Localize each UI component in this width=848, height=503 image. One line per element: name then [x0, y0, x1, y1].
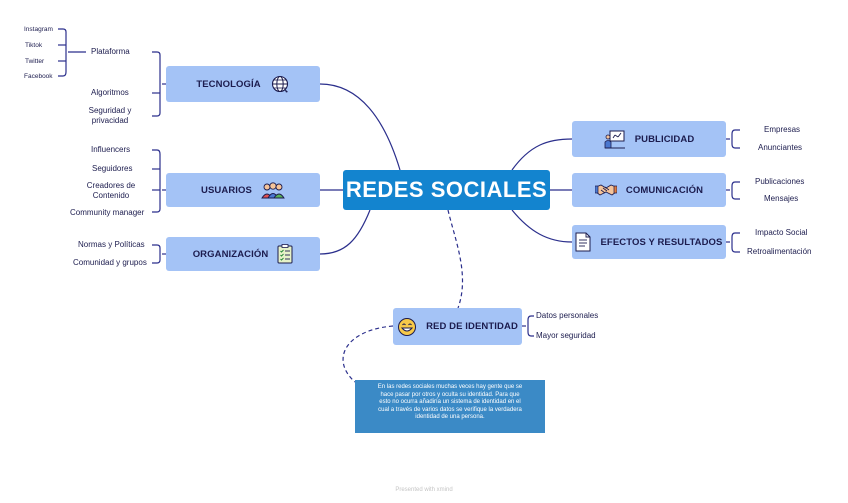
note-line2: hace pasar por otros y oculta su identid… — [380, 391, 520, 398]
leaf-mayor-seguridad[interactable]: Mayor seguridad — [536, 331, 596, 340]
note-line5: identidad de una persona. — [415, 414, 485, 421]
leaf-twitter[interactable]: Twitter — [25, 58, 45, 65]
node-publicidad[interactable]: PUBLICIDAD — [572, 121, 726, 157]
note-line3: esto no ocurra añadiría un sistema de id… — [379, 399, 521, 406]
leaf-publicaciones[interactable]: Publicaciones — [755, 177, 805, 186]
node-organizacion[interactable]: ORGANIZACIÓN — [166, 237, 320, 271]
leaf-seguridad-line2: privacidad — [91, 116, 129, 125]
central-topic-label: REDES SOCIALES — [345, 177, 548, 202]
smiley-icon — [397, 317, 417, 337]
connector-identidad — [447, 209, 464, 309]
node-identidad-label: RED DE IDENTIDAD — [426, 321, 518, 332]
leaf-tiktok[interactable]: Tiktok — [25, 42, 43, 49]
connector-note — [342, 325, 394, 383]
leaf-normas[interactable]: Normas y Políticas — [78, 240, 145, 249]
leaf-retroalimentacion[interactable]: Retroalimentación — [747, 247, 812, 256]
identity-note[interactable]: En las redes sociales muchas veces hay g… — [355, 380, 545, 433]
leaf-datos-personales[interactable]: Datos personales — [536, 311, 599, 320]
note-line4: cual a través de varios datos se verifiq… — [378, 406, 522, 413]
people-icon — [261, 181, 285, 199]
leaf-seguridad[interactable]: Seguridad y privacidad — [84, 106, 136, 126]
node-publicidad-label: PUBLICIDAD — [634, 133, 695, 145]
node-usuarios[interactable]: USUARIOS — [166, 173, 320, 207]
handshake-icon — [594, 182, 617, 198]
leaf-community-manager[interactable]: Community manager — [70, 208, 145, 217]
connector-publicidad — [511, 138, 573, 171]
presentation-icon — [604, 129, 626, 149]
globe-icon — [270, 74, 290, 94]
connector-efectos — [511, 209, 573, 243]
node-tecnologia[interactable]: TECNOLOGÍA — [166, 66, 320, 102]
leaf-algoritmos[interactable]: Algoritmos — [91, 88, 129, 97]
footer-watermark: Presented with xmind — [395, 487, 453, 493]
leaf-creadores[interactable]: Creadores de Contenido — [80, 181, 142, 201]
node-tecnologia-label: TECNOLOGÍA — [196, 78, 261, 90]
node-identidad[interactable]: RED DE IDENTIDAD — [393, 308, 522, 345]
leaf-creadores-line2: Contenido — [92, 191, 130, 200]
leaf-instagram[interactable]: Instagram — [24, 26, 53, 33]
node-efectos[interactable]: EFECTOS Y RESULTADOS — [572, 225, 726, 259]
note-line1: En las redes sociales muchas veces hay g… — [377, 384, 523, 390]
leaf-anunciantes[interactable]: Anunciantes — [758, 143, 803, 152]
leaf-comunidad[interactable]: Comunidad y grupos — [73, 258, 147, 267]
connector-tecnologia — [319, 83, 401, 171]
leaf-influencers[interactable]: Influencers — [91, 145, 131, 154]
leaf-impacto-social[interactable]: Impacto Social — [755, 228, 808, 237]
checklist-icon — [277, 244, 293, 264]
leaf-creadores-line1: Creadores de — [86, 181, 136, 190]
node-comunicacion[interactable]: COMUNICACIÓN — [572, 173, 726, 207]
connector-organizacion — [319, 209, 371, 255]
leaf-seguridad-line1: Seguridad y — [88, 106, 132, 115]
leaf-facebook[interactable]: Facebook — [24, 73, 53, 80]
node-efectos-label: EFECTOS Y RESULTADOS — [600, 236, 723, 248]
node-comunicacion-label: COMUNICACIÓN — [625, 184, 704, 196]
node-usuarios-label: USUARIOS — [201, 184, 252, 196]
node-organizacion-label: ORGANIZACIÓN — [192, 248, 269, 260]
leaf-seguidores[interactable]: Seguidores — [92, 164, 133, 173]
document-icon — [575, 232, 591, 252]
leaf-mensajes[interactable]: Mensajes — [764, 194, 799, 203]
leaf-plataforma[interactable]: Plataforma — [91, 47, 130, 56]
leaf-empresas[interactable]: Empresas — [764, 125, 801, 134]
central-topic[interactable]: REDES SOCIALES — [343, 170, 550, 210]
